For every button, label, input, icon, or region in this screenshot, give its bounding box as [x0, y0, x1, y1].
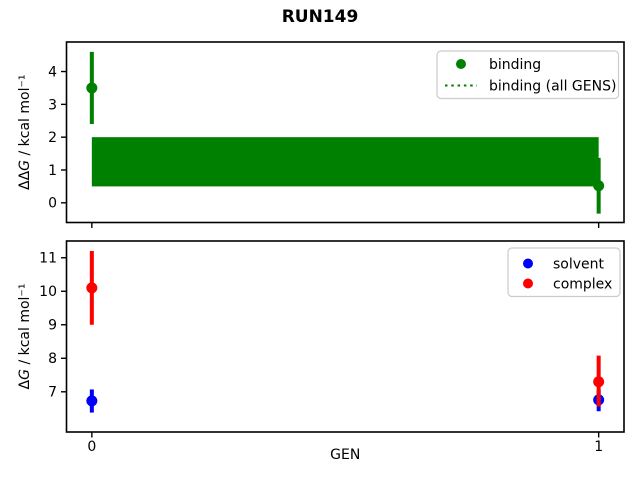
y-tick-label: 7 [48, 385, 57, 401]
axes-spines [65, 41, 625, 224]
legend: binding binding (all GENS) [436, 50, 620, 100]
y-tick-label: 4 [48, 64, 57, 80]
legend-label: binding [489, 57, 541, 73]
legend-dot-icon [456, 59, 466, 69]
legend-item-binding-all-gens-: binding (all GENS) [445, 78, 616, 94]
legend: solvent complex [507, 247, 621, 298]
y-tick-label: 2 [48, 130, 57, 146]
figure-title: RUN149 [281, 7, 359, 27]
solvent-marker [86, 395, 98, 407]
legend-item-complex: complex [523, 276, 612, 292]
absolute-free-energy-panel: 7 8 9 10 11 0 1 ΔG / kcal mol⁻¹ GEN solvent comple… [17, 240, 625, 463]
y-tick-label: 1 [48, 163, 57, 179]
y-tick-label: 11 [39, 251, 57, 267]
legend-dot-icon [523, 258, 533, 269]
y-tick-label: 3 [48, 97, 57, 113]
legend-item-binding: binding [456, 57, 541, 73]
y-tick-label: 0 [48, 196, 57, 212]
legend-label: solvent [553, 256, 605, 272]
y-tick-label: 8 [48, 351, 57, 367]
binding-marker [593, 180, 605, 192]
axes-spines [65, 240, 625, 433]
complex-marker [86, 282, 98, 294]
legend-label: complex [553, 276, 612, 292]
legend-box [507, 247, 621, 298]
x-tick-label: 0 [87, 439, 96, 455]
x-tick-label: 1 [594, 439, 603, 455]
complex-marker [593, 376, 605, 388]
y-tick-label: 10 [39, 284, 57, 300]
x-axis-label: GEN [330, 447, 360, 463]
legend-box [436, 50, 620, 100]
binding-marker [86, 82, 98, 94]
y-tick-label: 9 [48, 318, 57, 334]
legend-label: binding (all GENS) [489, 78, 616, 94]
y-axis-label: ΔG / kcal mol⁻¹ [17, 284, 33, 390]
confidence-band [91, 137, 599, 187]
legend-item-solvent: solvent [523, 256, 605, 272]
y-axis-label: ΔΔG / kcal mol⁻¹ [17, 75, 33, 190]
legend-dot-icon [523, 278, 533, 289]
